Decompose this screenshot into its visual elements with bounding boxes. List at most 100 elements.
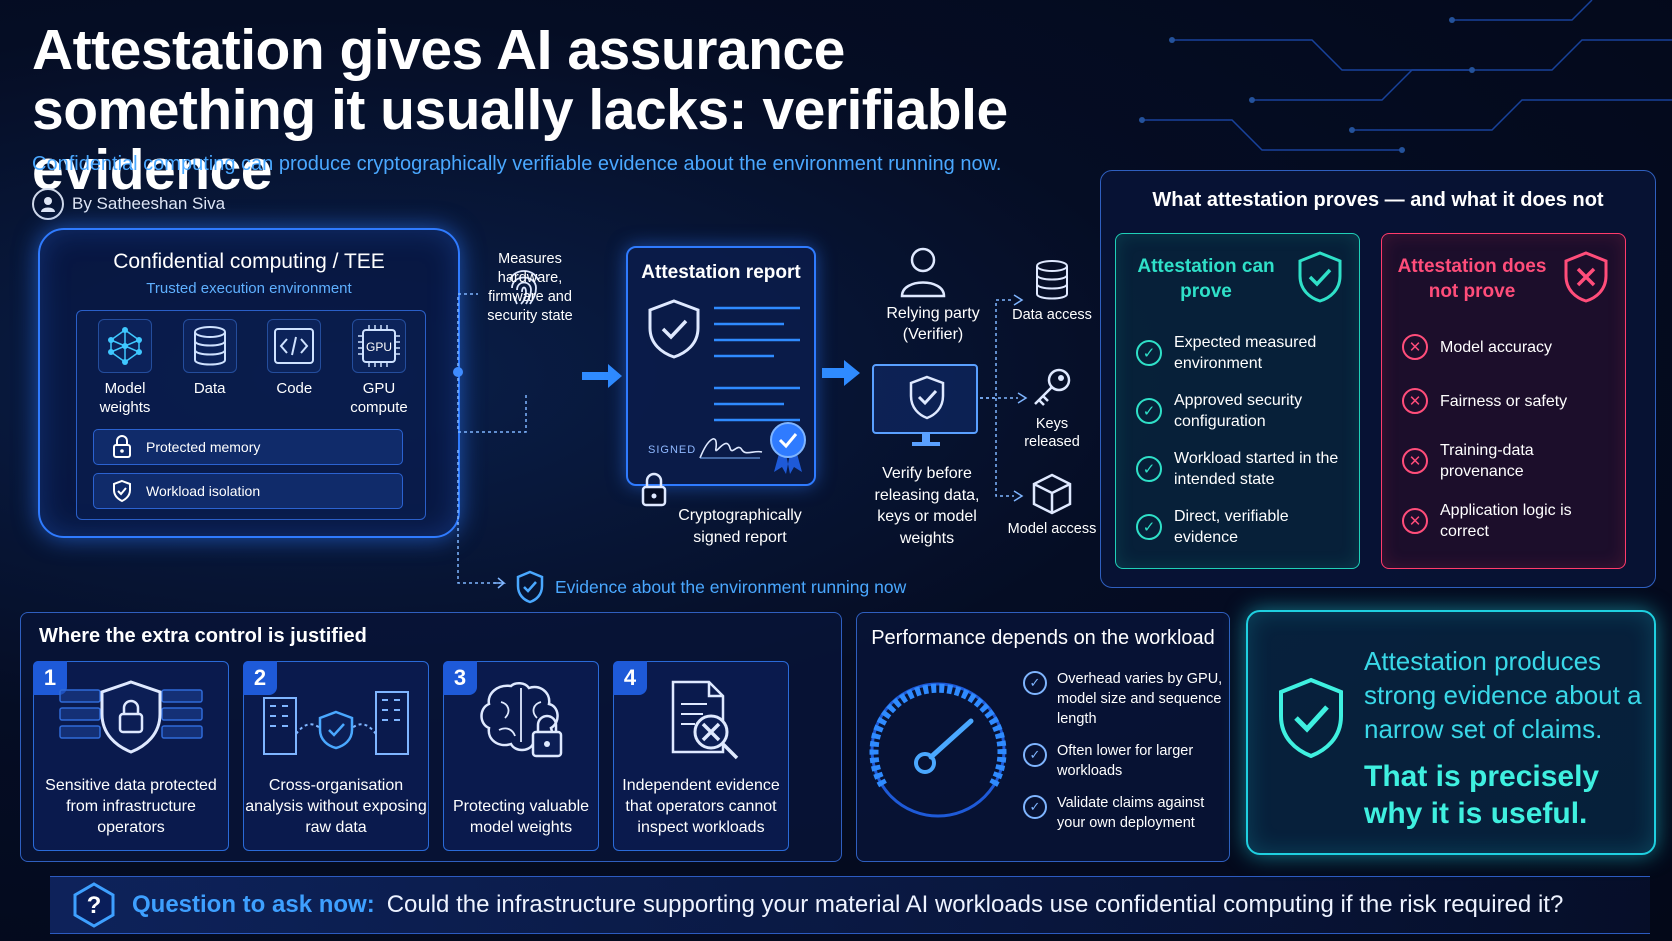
- tee-item-label: GPU compute: [350, 380, 408, 416]
- conclusion-strong: That is precisely why it is useful.: [1364, 760, 1600, 830]
- check-circle-icon: ✓: [1136, 514, 1162, 540]
- measures-caption: Measures hardware, firmware and security…: [487, 251, 573, 324]
- x-circle-icon: ✕: [1402, 388, 1428, 414]
- signed-label: SIGNED: [648, 444, 697, 456]
- question-text: Could the infrastructure supporting your…: [386, 891, 1564, 918]
- speedometer-icon: [869, 682, 1007, 818]
- lock-icon: [113, 435, 131, 458]
- evidence-text: Evidence about the environment running n…: [555, 576, 907, 597]
- justified-panel: Where the extra control is justified 1 S…: [20, 612, 842, 862]
- author-name: By Satheeshan Siva: [72, 194, 226, 213]
- person-icon: [900, 247, 946, 298]
- not-prove-item: ✕Model accuracy: [1402, 334, 1617, 360]
- tee-title: Confidential computing / TEE: [113, 250, 385, 273]
- verify-caption: Verify before releasing data, keys or mo…: [874, 465, 980, 547]
- not-prove-item: ✕Application logic is correct: [1402, 500, 1617, 542]
- justified-card-2: 2 Cross-organisation analysis without ex…: [243, 661, 429, 851]
- buildings-shield-icon: [244, 678, 428, 758]
- brain-lock-icon: [444, 678, 598, 762]
- tee-item-label: Data: [193, 380, 226, 397]
- shield-check-icon: [909, 375, 945, 420]
- can-prove-item: ✓Workload started in the intended state: [1136, 448, 1351, 490]
- not-prove-item: ✕Fairness or safety: [1402, 388, 1617, 414]
- card-number: 4: [613, 661, 647, 695]
- conclusion-panel: Attestation produces strong evidence abo…: [1246, 610, 1656, 855]
- justified-title: Where the extra control is justified: [39, 625, 367, 647]
- shield-x-icon: [1564, 251, 1608, 303]
- page-title: Attestation gives AI assurance something…: [32, 18, 1008, 202]
- monitor-icon: [872, 364, 978, 434]
- justified-card-3: 3 Protecting valuable model weights: [443, 661, 599, 851]
- question-label: Question to ask now:: [132, 891, 375, 918]
- document-blocked-search-icon: [614, 678, 788, 762]
- can-prove-item: ✓Approved security configuration: [1136, 390, 1351, 432]
- performance-item: ✓Validate claims against your own deploy…: [1023, 793, 1223, 833]
- report-title: Attestation report: [641, 262, 801, 283]
- report-caption: Cryptographically signed report: [678, 507, 802, 546]
- card-text: Independent evidence that operators cann…: [622, 777, 780, 836]
- check-circle-icon: ✓: [1023, 795, 1047, 819]
- card-text: Protecting valuable model weights: [452, 798, 590, 836]
- signature-icon: [699, 438, 763, 459]
- byline: By Satheeshan Siva: [32, 188, 225, 220]
- tee-item-gpu: GPU GPU compute: [339, 319, 419, 417]
- proves-panel: What attestation proves — and what it do…: [1100, 170, 1656, 588]
- conclusion-text: Attestation produces strong evidence abo…: [1364, 646, 1642, 744]
- tee-subtitle: Trusted execution environment: [146, 280, 352, 297]
- x-circle-icon: ✕: [1402, 448, 1428, 474]
- database-icon: [1036, 260, 1068, 300]
- check-circle-icon: ✓: [1136, 340, 1162, 366]
- workload-isolation-bar: Workload isolation: [93, 473, 403, 509]
- output-data-access: Data access: [1012, 307, 1092, 323]
- check-circle-icon: ✓: [1023, 671, 1047, 695]
- card-number: 2: [243, 661, 277, 695]
- check-circle-icon: ✓: [1136, 456, 1162, 482]
- justified-card-1: 1 Sensitive data protected from infrastr…: [33, 661, 229, 851]
- can-prove-column: Attestation can prove ✓Expected measured…: [1115, 233, 1360, 569]
- card-number: 3: [443, 661, 477, 695]
- x-circle-icon: ✕: [1402, 508, 1428, 534]
- proves-title: What attestation proves — and what it do…: [1152, 189, 1604, 211]
- card-text: Cross-organisation analysis without expo…: [245, 777, 427, 836]
- check-circle-icon: ✓: [1136, 398, 1162, 424]
- user-icon: [32, 188, 64, 220]
- shield-lock-servers-icon: [34, 678, 228, 758]
- can-prove-item: ✓Direct, verifiable evidence: [1136, 506, 1351, 548]
- padlock-icon: [641, 472, 667, 507]
- gpu-chip-icon: GPU: [351, 319, 406, 373]
- performance-item: ✓Overhead varies by GPU, model size and …: [1023, 669, 1223, 729]
- attestation-report-card: Attestation report SIGNED: [626, 246, 816, 486]
- shield-check-icon: [516, 570, 544, 604]
- page-subtitle: Confidential computing can produce crypt…: [32, 153, 1002, 175]
- tee-item-label: Code: [276, 380, 313, 397]
- question-bar: ? Question to ask now: Could the infrast…: [50, 876, 1650, 934]
- not-prove-column: Attestation does not prove ✕Model accura…: [1381, 233, 1626, 569]
- tee-panel: Confidential computing / TEE Trusted exe…: [38, 228, 460, 538]
- output-model-access: Model access: [1007, 521, 1097, 537]
- tee-inner: Model weights Data Code: [76, 310, 426, 520]
- output-connectors: [980, 294, 1028, 502]
- tee-item-model-weights: Model weights: [85, 319, 165, 417]
- shield-check-icon: [1298, 251, 1342, 303]
- cube-icon: [1032, 473, 1072, 515]
- key-icon: [1034, 368, 1071, 406]
- fingerprint-icon: [509, 270, 539, 305]
- not-prove-item: ✕Training-data provenance: [1402, 440, 1617, 482]
- performance-panel: Performance depends on the workload ✓Ove…: [856, 612, 1230, 862]
- tee-items: Model weights Data Code: [85, 319, 419, 417]
- shield-check-icon: [1279, 677, 1343, 759]
- protected-memory-bar: Protected memory: [93, 429, 403, 465]
- not-prove-title: Attestation does not prove: [1397, 256, 1547, 302]
- output-keys-released: Keys released: [1024, 416, 1080, 450]
- neural-network-icon: [98, 319, 152, 373]
- evidence-statement: Evidence about the environment running n…: [515, 570, 906, 604]
- svg-text:?: ?: [87, 892, 102, 919]
- arrow-right-icon: [822, 360, 860, 386]
- seal-badge-icon: [770, 422, 806, 474]
- check-circle-icon: ✓: [1023, 743, 1047, 767]
- code-icon: [267, 319, 322, 373]
- circuit-decoration: [1139, 0, 1672, 153]
- tee-item-data: Data: [170, 319, 250, 417]
- shield-check-icon: [648, 299, 700, 359]
- justified-card-4: 4 Independent evidence that operators ca…: [613, 661, 789, 851]
